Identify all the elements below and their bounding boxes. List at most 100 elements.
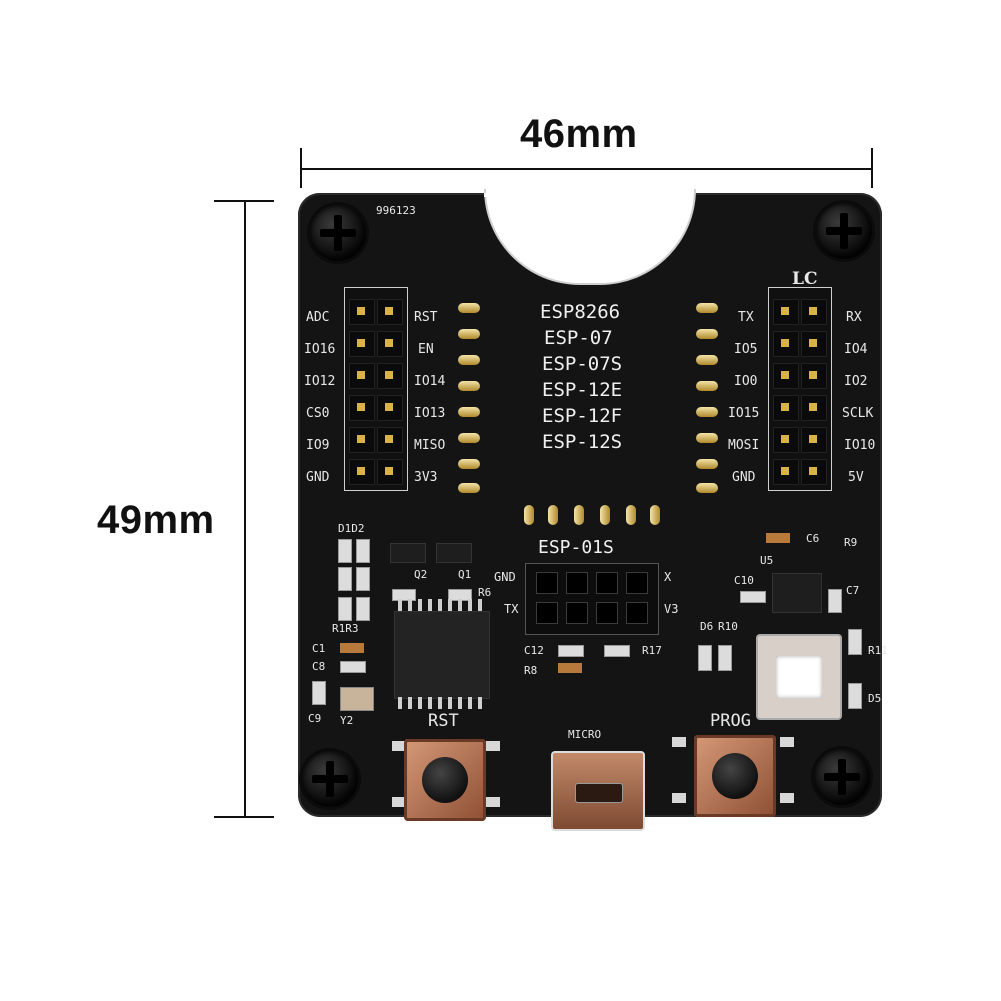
prog-button-label: PROG [710, 711, 751, 731]
label-c8: C8 [312, 660, 326, 673]
pin-label-tx: TX [738, 310, 754, 325]
board-serial: 996123 [376, 204, 416, 217]
smd-r8 [558, 663, 582, 673]
smd-d6 [698, 645, 712, 671]
esp01s-socket [525, 563, 659, 635]
smd-d3 [338, 567, 352, 591]
right-pin-header [768, 287, 832, 491]
pogo-pin-right-8 [696, 483, 718, 493]
label-r1r3: R1R3 [332, 622, 359, 635]
prog-button-cap [712, 753, 758, 799]
transistor-q1 [436, 543, 472, 563]
label-c1: C1 [312, 642, 326, 655]
pin-label-rx: RX [846, 310, 862, 325]
smd-r10 [718, 645, 732, 671]
height-dimension-label: 49mm [97, 498, 215, 542]
label-r6: R6 [478, 586, 492, 599]
micro-usb-port[interactable] [551, 751, 645, 831]
height-dimension-tick-bottom [214, 816, 274, 818]
pogo-pin-bottom-2 [548, 505, 558, 525]
screw-bottom-left-icon [302, 751, 358, 807]
smd-r5 [392, 589, 416, 601]
left-pin-header [344, 287, 408, 491]
pogo-pin-left-5 [458, 407, 480, 417]
screw-top-left-icon [310, 205, 366, 261]
smd-c8 [340, 661, 366, 673]
label-d1d2: D1D2 [338, 522, 365, 535]
smd-d4 [356, 567, 370, 591]
width-dimension-tick-left [300, 148, 302, 188]
pin-label-io13: IO13 [414, 406, 446, 421]
smd-d2 [356, 539, 370, 563]
smd-r1 [338, 597, 352, 621]
pogo-pin-bottom-5 [626, 505, 636, 525]
rst-button-cap [422, 757, 468, 803]
pogo-pin-right-3 [696, 355, 718, 365]
usb-socket-opening [575, 783, 623, 803]
pin-label-io4: IO4 [844, 342, 868, 357]
screw-top-right-icon [816, 203, 872, 259]
regulator-u5 [772, 573, 822, 613]
rst-button[interactable] [404, 739, 486, 821]
socket-label-v3: V3 [664, 602, 679, 616]
pin-label-adc: ADC [306, 310, 330, 325]
smd-r17 [604, 645, 630, 657]
label-q1: Q1 [458, 568, 472, 581]
pogo-pin-bottom-6 [650, 505, 660, 525]
label-c6: C6 [806, 532, 820, 545]
pin-label-io12: IO12 [304, 374, 336, 389]
pin-label-gnd-right: GND [732, 470, 756, 485]
smd-d1 [338, 539, 352, 563]
pin-label-mosi: MOSI [728, 438, 760, 453]
label-r8: R8 [524, 664, 538, 677]
pin-label-io2: IO2 [844, 374, 868, 389]
pogo-pin-left-7 [458, 459, 480, 469]
module-cutout [484, 189, 696, 285]
pin-label-io0: IO0 [734, 374, 758, 389]
socket-label-x: X [664, 570, 672, 584]
crystal-y2 [340, 687, 374, 711]
label-d5: D5 [868, 692, 882, 705]
label-y2: Y2 [340, 714, 354, 727]
module-name-esp07: ESP-07 [544, 327, 613, 349]
pin-label-io9: IO9 [306, 438, 330, 453]
pogo-pin-left-6 [458, 433, 480, 443]
module-name-esp12s: ESP-12S [542, 431, 623, 453]
pin-label-io5: IO5 [734, 342, 758, 357]
pogo-pin-left-4 [458, 381, 480, 391]
pin-label-3v3: 3V3 [414, 470, 438, 485]
pogo-pin-bottom-4 [600, 505, 610, 525]
pin-label-io15: IO15 [728, 406, 760, 421]
label-u5: U5 [760, 554, 774, 567]
pogo-pin-bottom-1 [524, 505, 534, 525]
pogo-pin-left-3 [458, 355, 480, 365]
label-d6: D6 [700, 620, 714, 633]
pogo-pin-right-2 [696, 329, 718, 339]
usb-serial-chip [394, 611, 490, 699]
smd-c9 [312, 681, 326, 705]
pogo-pin-right-5 [696, 407, 718, 417]
width-dimension-line [301, 168, 872, 170]
height-dimension-line [244, 201, 246, 817]
esp01s-label: ESP-01S [538, 537, 614, 558]
pogo-pin-left-2 [458, 329, 480, 339]
brand-mark: LC [792, 269, 818, 289]
smd-r11 [848, 629, 862, 655]
label-c7: C7 [846, 584, 860, 597]
label-q2: Q2 [414, 568, 428, 581]
pogo-pin-right-1 [696, 303, 718, 313]
pin-label-en: EN [418, 342, 434, 357]
smd-c12 [558, 645, 584, 657]
pogo-pin-bottom-3 [574, 505, 584, 525]
prog-button[interactable] [694, 735, 776, 817]
height-dimension-tick-top [214, 200, 274, 202]
micro-usb-label: MICRO [568, 728, 602, 741]
label-r9: R9 [844, 536, 858, 549]
rst-button-label: RST [428, 711, 459, 731]
width-dimension-tick-right [871, 148, 873, 188]
pin-label-cs0: CS0 [306, 406, 330, 421]
esp8266-programmer-board: 996123 LC ESP8266 ESP-07 ESP-07S ESP-12E… [298, 189, 888, 831]
auto-program-switch[interactable] [756, 634, 842, 720]
label-c9: C9 [308, 712, 322, 725]
module-name-esp12e: ESP-12E [542, 379, 623, 401]
